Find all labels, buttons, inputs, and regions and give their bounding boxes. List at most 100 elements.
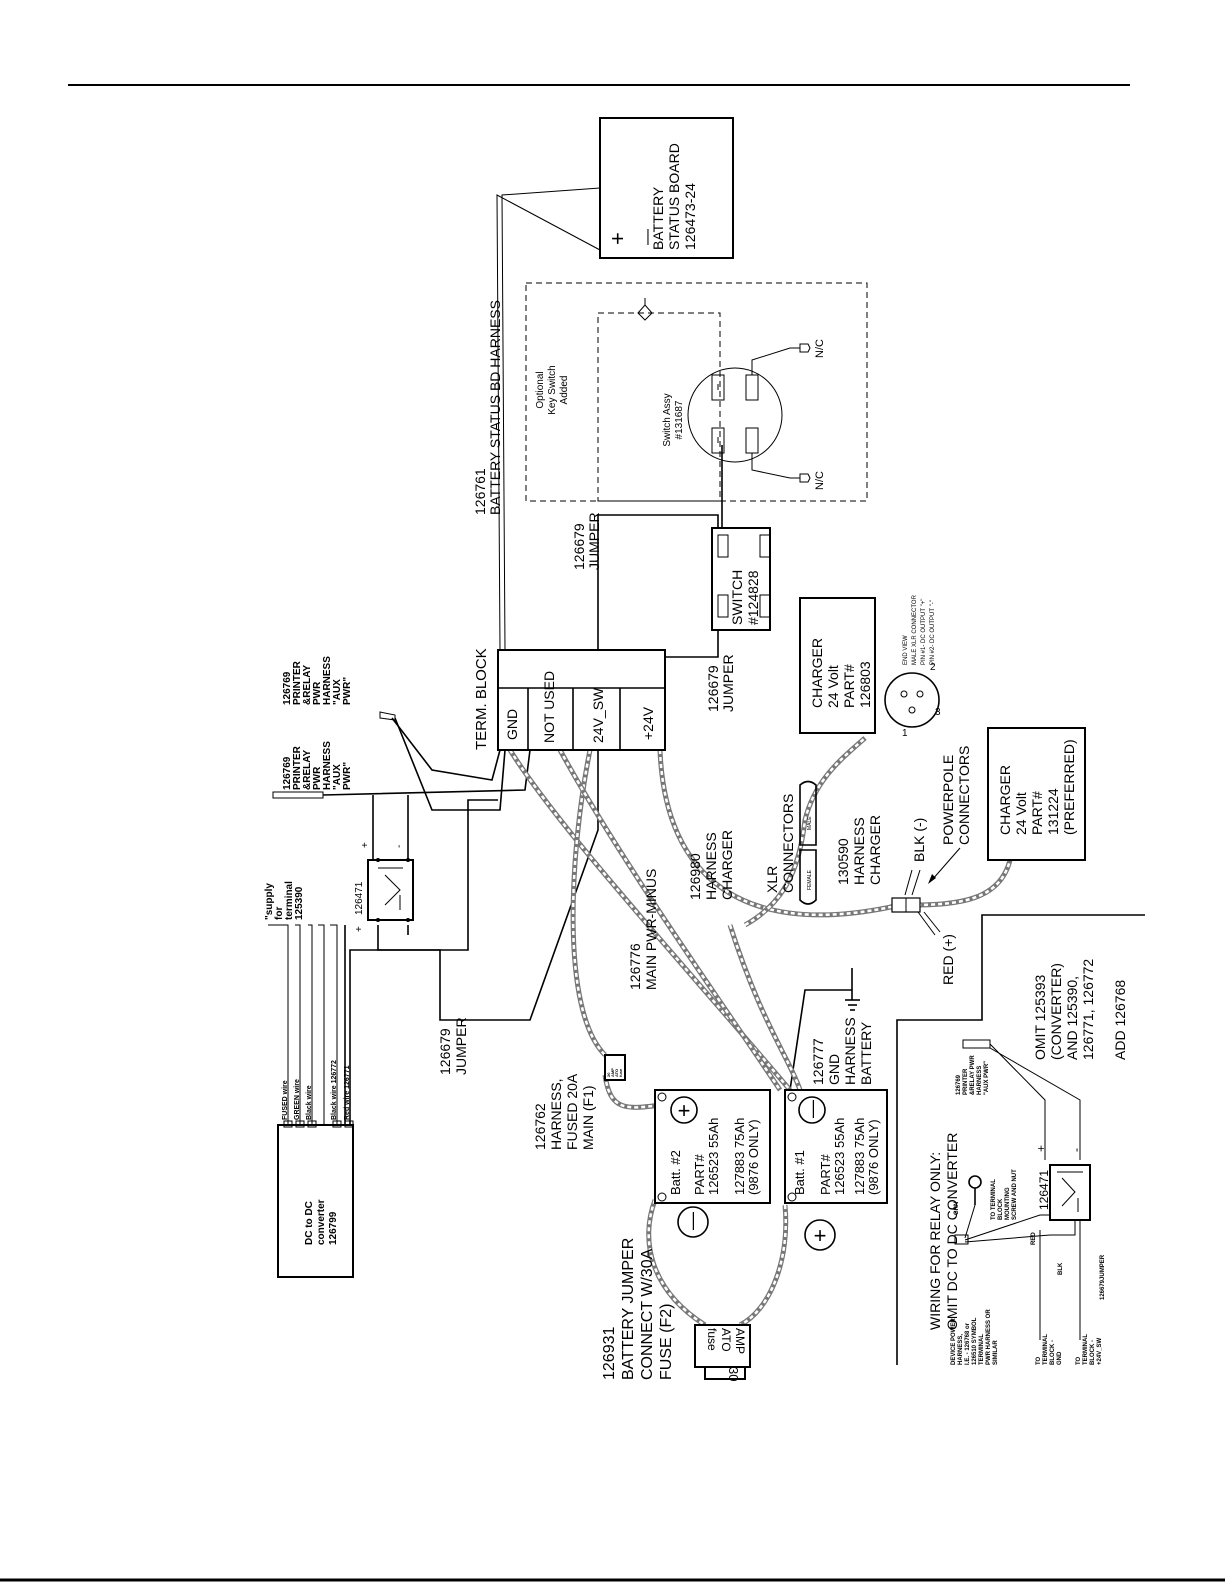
svg-text:SCREW AND NUT: SCREW AND NUT <box>1012 1169 1018 1220</box>
batt1-line-1: Batt. #1 <box>792 1150 807 1195</box>
svg-text:126471: 126471 <box>1037 1170 1051 1210</box>
svg-text:TERMINAL: TERMINAL <box>1043 1334 1049 1365</box>
svg-text:I.E. - 126768 or: I.E. - 126768 or <box>965 1322 971 1365</box>
wire-label-black: Black wire <box>306 1085 313 1120</box>
batt2-minus-terminal <box>677 1206 709 1238</box>
battery-status-board: + — BATTERY STATUS BOARD 126473-24 <box>599 117 734 259</box>
svg-text:BLOCK -: BLOCK - <box>1090 1340 1096 1365</box>
fused-harness-line-3: FUSED 20A <box>564 1073 580 1150</box>
svg-text:HARNESS: HARNESS <box>322 656 333 705</box>
relay-label: 126471 <box>354 881 365 915</box>
batt2-line-5: (9876 ONLY) <box>746 1119 761 1195</box>
svg-text:PWR: PWR <box>312 766 323 790</box>
harness-130590-line-3: CHARGER <box>867 815 883 885</box>
printer-relay-2-plug <box>272 791 324 799</box>
converter-line-1: DC to DC <box>304 1201 315 1245</box>
relay-minus: - <box>394 845 405 848</box>
batt1-line-4: 127883 75Ah <box>852 1118 867 1195</box>
battery-1: — + Batt. #1 PART# 126523 55Ah 127883 75… <box>784 1089 888 1251</box>
jumper-bottom-label: 126679 JUMPER <box>437 1017 469 1075</box>
nc-top-label: N/C <box>814 339 826 358</box>
omit-line-3: AND 125390, <box>1064 976 1080 1060</box>
svg-text:PWR HARNESS OR: PWR HARNESS OR <box>986 1309 992 1365</box>
converter-line-3: 126799 <box>328 1211 339 1245</box>
batt2-line-4: 127883 75Ah <box>732 1118 747 1195</box>
switch-124828-line-2: #124828 <box>745 570 761 625</box>
fuse-20a: 20 AMP ATO fuse <box>604 1054 626 1081</box>
svg-text:HARNESS: HARNESS <box>322 741 333 790</box>
xlr-end-line-3: PIN #1- DC OUTPUT "+" <box>921 599 927 665</box>
powerpole-line-1: POWERPOLE <box>940 755 956 845</box>
omit-line-2: (CONVERTER) <box>1048 963 1064 1060</box>
optional-key-switch: Optional Key Switch Added Switch Assy #1… <box>525 282 868 502</box>
battery-2: + — Batt. #2 PART# 126523 55Ah 127883 75… <box>654 1089 771 1238</box>
printer-relay-2-label: 126769 PRINTER &RELAY PWR HARNESS "AUX P… <box>282 741 353 790</box>
svg-text:ATO: ATO <box>719 1328 733 1352</box>
red-label: RED (+) <box>940 934 956 985</box>
svg-text:PRINTER: PRINTER <box>292 745 303 790</box>
battery-jumper-label: 126931 BATTERY JUMPER CONNECT W/30A FUSE… <box>601 1238 675 1380</box>
supply-label: "supply for terminal 125390 <box>264 881 305 920</box>
main-pwr-minus-label: 126776 MAIN PWR-MINUS <box>627 869 659 990</box>
wire-label-fused: FUSED wire <box>282 1080 289 1120</box>
jumper-top-line-2: JUMPER <box>586 512 602 570</box>
omit-line-1: OMIT 125393 <box>1032 974 1048 1060</box>
jumper-mid-line-2: JUMPER <box>720 654 736 712</box>
xlr-pin-3: 3 <box>935 707 941 718</box>
dc-converter: DC to DC converter 126799 <box>277 1120 354 1278</box>
fused-harness-line-4: MAIN (F1) <box>580 1085 596 1150</box>
svg-text:126769: 126769 <box>282 671 293 705</box>
jumper-bottom-line-1: 126679 <box>437 1028 453 1075</box>
svg-text:-: - <box>1069 1148 1083 1152</box>
fused-harness-line-1: 126762 <box>532 1103 548 1150</box>
key-switch-line-3: Added <box>559 376 570 405</box>
charger-126803-line-3: PART# <box>841 664 857 708</box>
svg-text:fuse: fuse <box>618 1068 623 1077</box>
switch-124828-line-1: SWITCH <box>729 570 745 625</box>
inset-title-line-1: WIRING FOR RELAY ONLY: <box>927 1152 943 1330</box>
harness-126980-line-3: CHARGER <box>719 830 735 900</box>
xlr-male-label: MALE <box>807 816 813 830</box>
wire-label-red-126771: Red wire 126771 <box>344 1065 351 1120</box>
main-pwr-line-2: MAIN PWR-MINUS <box>643 869 659 990</box>
jumper-top-label: 126679 JUMPER <box>571 512 602 570</box>
status-harness-label: 126761 BATTERY STATUS BD HARNESS <box>472 300 503 515</box>
switch-assy-line-2: #131687 <box>674 400 685 439</box>
wire-label-black-126772: Black wire 126772 <box>331 1060 338 1120</box>
svg-text:TO TERMINAL: TO TERMINAL <box>991 1179 997 1220</box>
jumper-top-line-1: 126679 <box>571 523 587 570</box>
omit-line-4: 126771, 126772 <box>1080 959 1096 1060</box>
relay-plus-2: + <box>354 926 365 932</box>
fused-harness-label: 126762 HARNESS, FUSED 20A MAIN (F1) <box>532 1073 596 1150</box>
svg-text:RED: RED <box>1031 1232 1037 1245</box>
svg-text:PWR": PWR" <box>342 677 353 705</box>
svg-text:PRINTER: PRINTER <box>963 1068 969 1095</box>
batt1-minus-terminal <box>798 1096 826 1124</box>
gnd-harness-label: 126777 GND HARNESS BATTERY <box>810 1017 874 1085</box>
svg-text:126769: 126769 <box>956 1074 962 1095</box>
svg-text:HARNESS: HARNESS <box>977 1066 983 1095</box>
key-switch-line-2: Key Switch <box>547 365 558 414</box>
batt1-plus-terminal <box>804 1219 836 1251</box>
svg-text:+: + <box>1034 1145 1048 1152</box>
xlr-pin-2: 2 <box>930 662 936 673</box>
batt2-line-1: Batt. #2 <box>668 1150 683 1195</box>
charger-131224: CHARGER 24 Volt PART# 131224 (PREFERRED) <box>987 727 1086 861</box>
battery-jumper-line-4: FUSE (F2) <box>658 1304 675 1380</box>
terminal-cell-not-used: NOT USED <box>541 671 557 743</box>
harness-126980-label: 126980 HARNESS CHARGER <box>687 830 735 900</box>
battery-jumper-line-3: CONNECT W/30A <box>639 1248 656 1380</box>
harness-130590-line-2: HARNESS <box>851 817 867 885</box>
fused-harness-line-2: HARNESS, <box>548 1078 564 1150</box>
batt2-minus: — <box>682 1212 702 1230</box>
relay-plus: + <box>360 842 371 848</box>
svg-text:GND: GND <box>1057 1351 1063 1365</box>
svg-text:BLOCK: BLOCK <box>998 1198 1004 1220</box>
svg-text:126769: 126769 <box>282 756 293 790</box>
svg-text:&RELAY PWR: &RELAY PWR <box>970 1055 976 1095</box>
svg-text:TO: TO <box>1076 1356 1082 1365</box>
charger-131224-line-3: PART# <box>1029 791 1045 835</box>
terminal-cell-gnd: GND <box>504 709 520 740</box>
jumper-mid-label: 126679 JUMPER <box>705 654 736 712</box>
